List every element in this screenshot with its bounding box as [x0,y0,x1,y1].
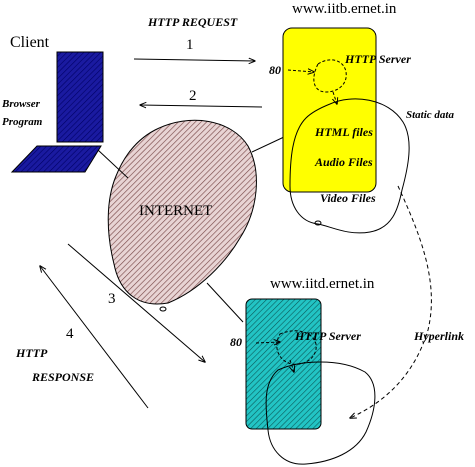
server1-process [313,59,347,93]
html-files-label: HTML files [315,125,373,139]
browser-label: Browser [2,98,40,110]
static-data-knot [314,220,322,226]
server1-port-label: 80 [269,63,281,77]
server1-name-label: HTTP Server [345,52,411,66]
arrow-response-4 [40,266,149,409]
step-4-label: 4 [66,326,74,342]
program-label: Program [2,116,43,128]
hyperlink-arrow [350,185,432,418]
hyperlink-label: Hyperlink [414,329,464,343]
step-1-label: 1 [186,37,194,53]
server2-box [245,298,322,430]
server2-port-arrow [255,342,280,343]
internet-label: INTERNET [139,203,213,219]
server1-port-arrow [287,70,314,72]
server2-port-label: 80 [230,335,242,349]
server1-host-label: www.iitb.ernet.in [292,1,397,17]
response-label: RESPONSE [32,370,95,384]
http-request-label: HTTP REQUEST [148,15,238,29]
internet-cloud [107,119,257,305]
server1-process-arrow [333,91,337,104]
server2-host-label: www.iitd.ernet.in [270,276,375,292]
client-computer-icon [10,51,104,173]
http-label: HTTP [16,346,48,360]
server1-box [282,27,377,193]
server2-process [276,330,317,365]
link-client-internet [97,149,129,179]
step-2-label: 2 [189,88,197,104]
link-internet-server1 [251,136,285,153]
audio-files-label: Audio Files [315,155,373,169]
client-label: Client [10,34,50,51]
link-internet-server2 [206,282,244,323]
static-data-label: Static data [406,109,454,121]
server2-data-blob [265,361,376,465]
internet-cloud-knot [159,306,167,312]
arrow-request-3 [67,243,205,362]
arrow-response-2 [140,105,263,107]
video-files-label: Video Files [320,191,376,205]
static-data-blob [289,98,410,234]
server2-name-label: HTTP Server [295,329,361,343]
server2-process-arrow [290,359,294,372]
step-3-label: 3 [108,291,116,307]
arrow-request-1 [133,59,255,61]
